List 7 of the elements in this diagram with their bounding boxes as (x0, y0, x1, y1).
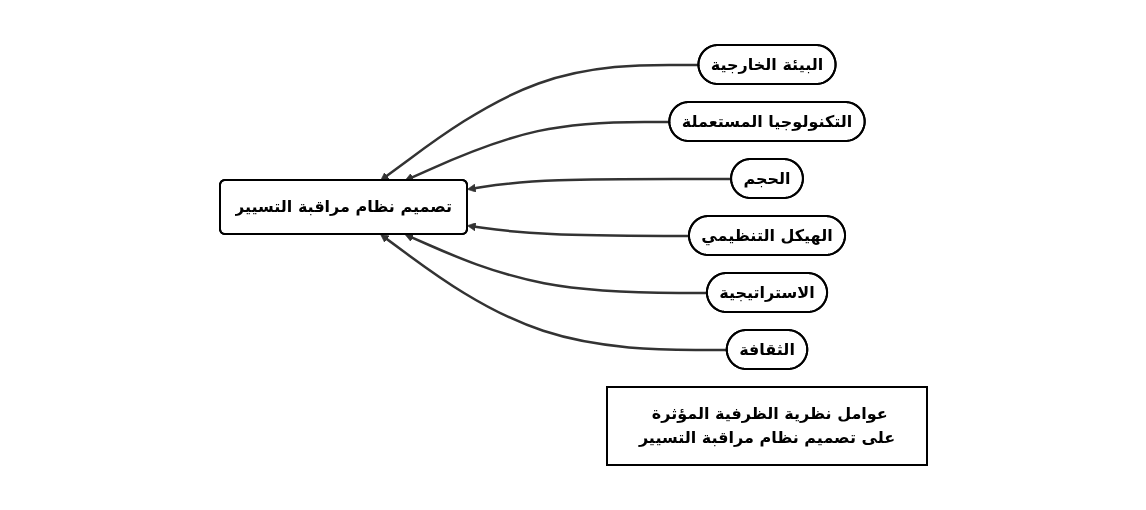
node-text: تصميم نظام مراقبة التسيير (234, 197, 452, 216)
arrow (379, 234, 727, 352)
arrow (466, 222, 689, 238)
arrow (404, 120, 670, 182)
node-box: عوامل نظرية الظرفية المؤثرة على تصميم نظام مراقبة التسيير (605, 386, 928, 466)
arrow (379, 63, 699, 181)
arrow (404, 233, 707, 295)
